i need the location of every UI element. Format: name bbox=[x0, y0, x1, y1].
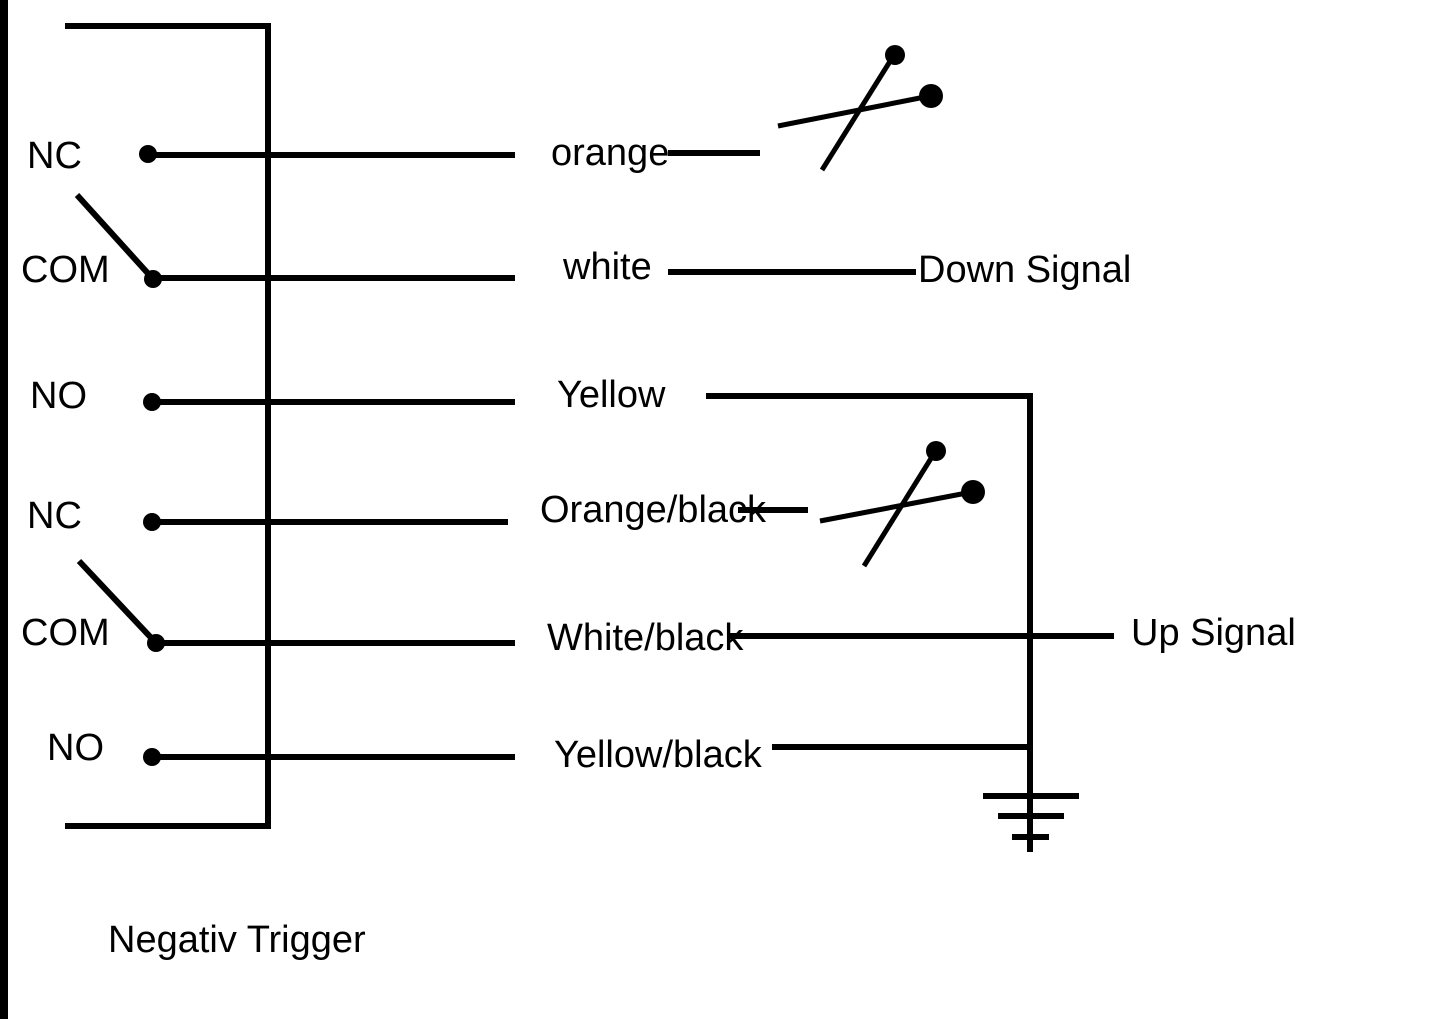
ground-icon bbox=[983, 793, 1079, 840]
scissors-icon bbox=[819, 441, 985, 568]
label-wire-orange: orange bbox=[551, 132, 669, 174]
label-nc1: NC bbox=[27, 135, 82, 177]
switch-arm-1 bbox=[74, 192, 156, 282]
terminal-dot-nc2 bbox=[143, 513, 161, 531]
label-com1: COM bbox=[21, 249, 110, 291]
terminal-dot-no1 bbox=[143, 393, 161, 411]
label-no2: NO bbox=[47, 727, 104, 769]
label-wire-yellow: Yellow bbox=[557, 374, 666, 416]
terminal-dot-nc1 bbox=[139, 145, 157, 163]
label-wire-white: white bbox=[562, 246, 652, 288]
label-nc2: NC bbox=[27, 495, 82, 537]
relay-bracket bbox=[65, 23, 271, 829]
label-wire-yellow-black: Yellow/black bbox=[554, 734, 763, 776]
label-wire-orange-black: Orange/black bbox=[540, 489, 767, 531]
terminal-wires bbox=[148, 152, 515, 760]
label-com2: COM bbox=[21, 612, 110, 654]
yellow-ground-wire bbox=[706, 393, 1033, 852]
left-border bbox=[0, 0, 8, 1019]
terminal-dots bbox=[139, 145, 165, 766]
scissors-icon bbox=[777, 45, 943, 172]
output-wires bbox=[668, 150, 1114, 852]
label-down-signal: Down Signal bbox=[918, 249, 1131, 291]
caption-negativ-trigger: Negativ Trigger bbox=[108, 919, 366, 961]
terminal-dot-no2 bbox=[143, 748, 161, 766]
label-up-signal: Up Signal bbox=[1131, 612, 1296, 654]
label-wire-white-black: White/black bbox=[547, 617, 744, 659]
switch-arm-2 bbox=[76, 558, 159, 646]
label-no1: NO bbox=[30, 375, 87, 417]
